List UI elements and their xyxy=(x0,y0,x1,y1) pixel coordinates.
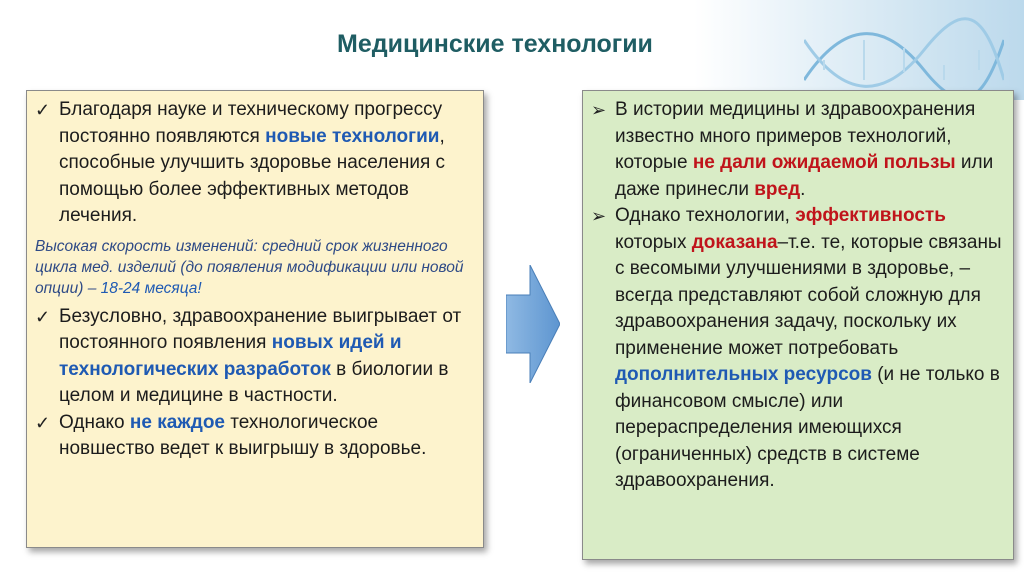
right-paragraph-2: ➢ Однако технологии, эффективность котор… xyxy=(591,205,1002,491)
header-decoration xyxy=(694,0,1024,100)
arrow-bullet-icon: ➢ xyxy=(591,100,607,120)
left-paragraph-3: ✓ Однако не каждое технологическое новше… xyxy=(35,411,427,460)
left-info-box: ✓ Благодаря науке и техническому прогрес… xyxy=(26,90,484,548)
check-mark-icon: ✓ xyxy=(35,100,51,120)
left-paragraph-1: ✓ Благодаря науке и техническому прогрес… xyxy=(35,99,446,226)
highlight-not-every: не каждое xyxy=(129,411,225,433)
highlight-months: 18-24 месяца! xyxy=(100,279,202,297)
arrow-bullet-icon: ➢ xyxy=(591,206,607,226)
check-mark-icon: ✓ xyxy=(35,306,51,327)
highlight-harm: вред xyxy=(754,178,801,200)
right-paragraph-1: ➢ В истории медицины и здравоохранения и… xyxy=(591,99,994,200)
highlight-new-ideas: новых идей и технологических разработок xyxy=(59,332,402,380)
right-info-box: ➢ В истории медицины и здравоохранения и… xyxy=(582,90,1014,560)
highlight-effectiveness: эффективность xyxy=(795,205,946,226)
highlight-proven: доказана xyxy=(691,231,778,253)
highlight-no-benefit: не дали ожидаемой пользы xyxy=(692,152,956,173)
check-mark-icon: ✓ xyxy=(35,412,51,433)
lifecycle-note: Высокая скорость изменений: средний срок… xyxy=(35,237,464,297)
left-paragraph-2: ✓ Безусловно, здравоохранение выигрывает… xyxy=(35,305,462,407)
page-title: Медицинские технологии xyxy=(337,30,653,58)
right-arrow-icon xyxy=(506,265,560,383)
highlight-additional-resources: дополнительных ресурсов xyxy=(615,364,872,385)
highlight-new-technologies: новые технологии xyxy=(265,125,440,147)
dna-helix-icon xyxy=(804,17,1004,100)
